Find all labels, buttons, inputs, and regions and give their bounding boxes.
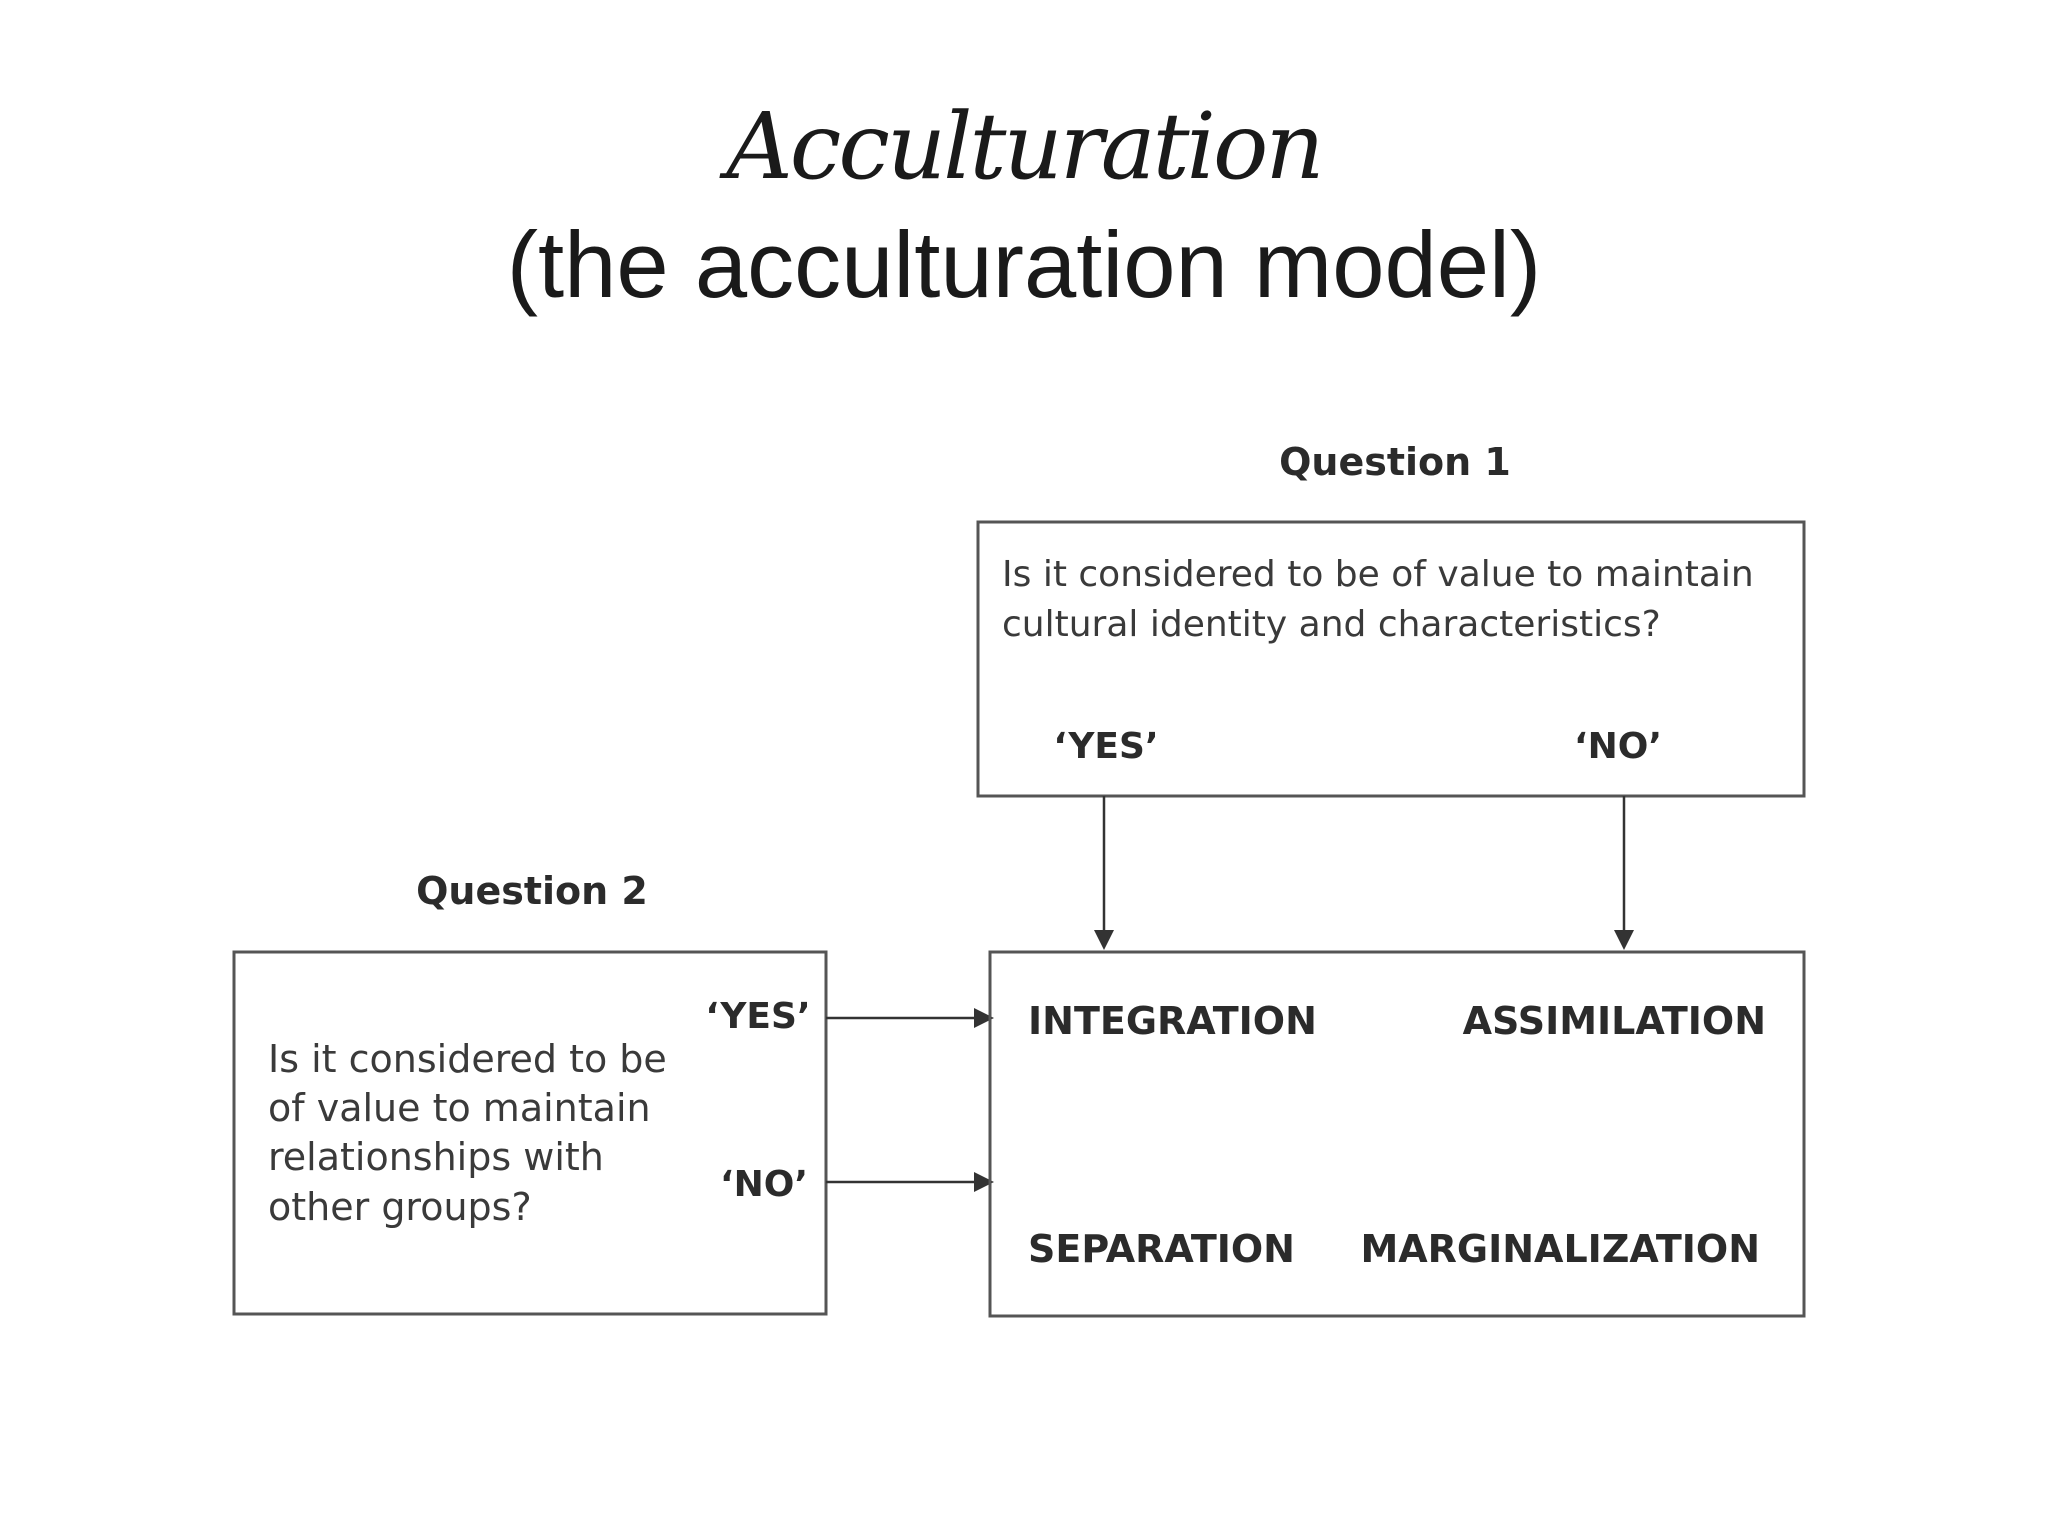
question1-no-label: ‘NO’ <box>1574 726 1662 767</box>
slide-subtitle: (the acculturation model) <box>506 212 1542 317</box>
question2-yes-label: ‘YES’ <box>705 996 810 1037</box>
question1-box <box>976 520 1806 798</box>
question2-line-4: other groups? <box>268 1185 532 1229</box>
question1-heading: Question 1 <box>1279 440 1511 484</box>
question1-line-1: Is it considered to be of value to maint… <box>1002 554 1754 595</box>
slide-title: Acculturation <box>726 93 1324 200</box>
question2-no-arrow-head <box>974 1172 994 1192</box>
question2-heading: Question 2 <box>416 869 648 913</box>
question1-line-2: cultural identity and characteristics? <box>1002 604 1661 645</box>
question2-yes-arrow-head <box>974 1008 994 1028</box>
outcome-separation: SEPARATION <box>1028 1227 1295 1271</box>
question2-box <box>232 950 828 1316</box>
outcome-integration: INTEGRATION <box>1028 999 1317 1043</box>
question2-line-2: of value to maintain <box>268 1086 651 1130</box>
outcome-assimilation: ASSIMILATION <box>1463 999 1766 1043</box>
outcome-marginalization: MARGINALIZATION <box>1360 1227 1760 1271</box>
question2-no-label: ‘NO’ <box>720 1164 808 1205</box>
outcomes-box <box>988 950 1806 1318</box>
question1-yes-label: ‘YES’ <box>1053 726 1158 767</box>
question2-line-1: Is it considered to be <box>268 1037 667 1081</box>
question1-yes-arrow-head <box>1094 930 1114 950</box>
question2-line-3: relationships with <box>268 1135 604 1179</box>
question1-no-arrow-head <box>1614 930 1634 950</box>
